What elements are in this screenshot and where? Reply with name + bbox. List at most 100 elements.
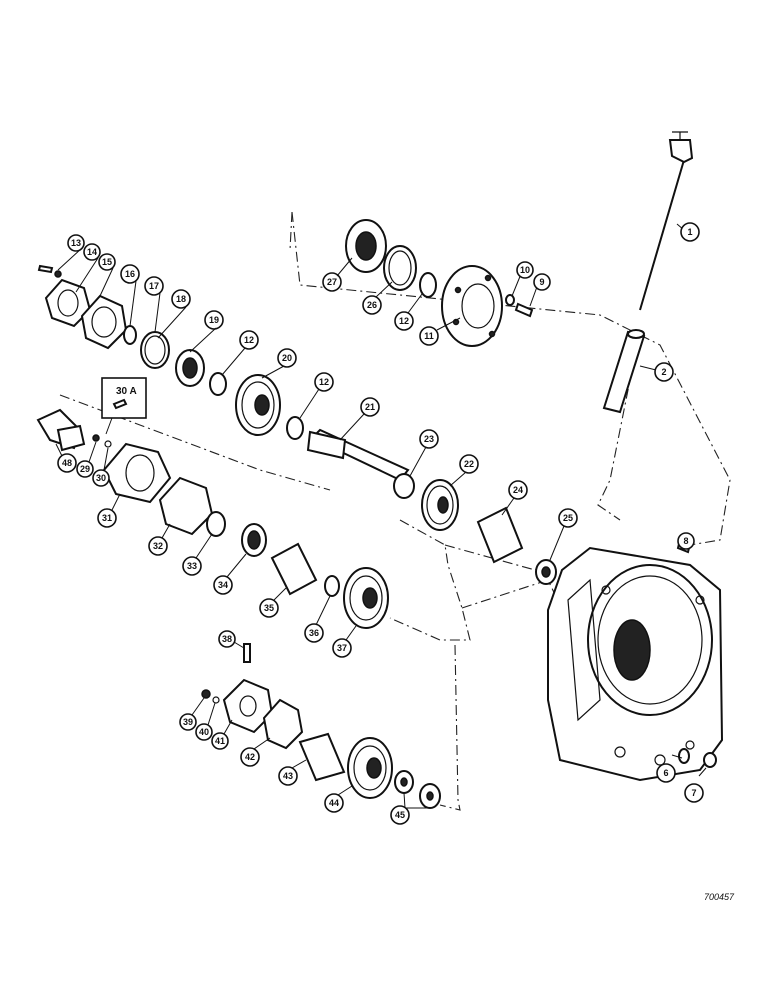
- main-shaft-group: [286, 416, 557, 585]
- transmission-housing: [547, 546, 724, 782]
- reference-number: 700457: [704, 892, 735, 902]
- svg-text:40: 40: [199, 727, 209, 737]
- svg-text:7: 7: [691, 788, 696, 798]
- svg-text:27: 27: [327, 277, 337, 287]
- svg-text:33: 33: [187, 561, 197, 571]
- svg-text:1: 1: [687, 227, 692, 237]
- callout-40: 40: [195, 723, 213, 741]
- callout-30: 30: [92, 469, 110, 487]
- svg-text:29: 29: [80, 464, 90, 474]
- callout-14: 14: [83, 243, 101, 261]
- callout-41: 41: [211, 732, 229, 750]
- dipstick-tube: [602, 329, 646, 414]
- svg-text:16: 16: [125, 269, 135, 279]
- left-upper-group: [37, 264, 281, 436]
- svg-text:11: 11: [424, 331, 434, 341]
- svg-text:45: 45: [395, 810, 405, 820]
- svg-text:10: 10: [520, 265, 530, 275]
- callout-12b: 12: [239, 330, 259, 350]
- svg-text:31: 31: [102, 513, 112, 523]
- dipstick: [639, 131, 694, 311]
- svg-text:14: 14: [87, 247, 97, 257]
- callout-22: 22: [459, 454, 479, 474]
- svg-text:22: 22: [464, 459, 474, 469]
- callout-23: 23: [419, 429, 439, 449]
- callout-27: 27: [322, 272, 342, 292]
- svg-text:41: 41: [215, 736, 225, 746]
- note-label: 30 A: [116, 386, 137, 397]
- callout-17: 17: [144, 276, 164, 296]
- svg-text:6: 6: [663, 768, 668, 778]
- callout-35: 35: [259, 598, 279, 618]
- svg-text:19: 19: [209, 315, 219, 325]
- callout-7: 7: [684, 783, 704, 803]
- svg-text:20: 20: [282, 353, 292, 363]
- svg-text:12: 12: [399, 316, 409, 326]
- left-lower-group: [36, 408, 389, 629]
- svg-text:36: 36: [309, 628, 319, 638]
- callout-38: 38: [218, 630, 236, 648]
- callout-1: 1: [680, 222, 700, 242]
- svg-text:44: 44: [329, 798, 339, 808]
- callout-15: 15: [98, 253, 116, 271]
- callout-19: 19: [204, 310, 224, 330]
- svg-text:12: 12: [244, 335, 254, 345]
- callout-37: 37: [332, 638, 352, 658]
- callout-44: 44: [324, 793, 344, 813]
- callout-45: 45: [390, 805, 410, 825]
- svg-text:24: 24: [513, 485, 523, 495]
- callout-26: 26: [362, 295, 382, 315]
- callout-12c: 12: [314, 372, 334, 392]
- bottom-group: [201, 643, 441, 809]
- callout-labels: 1 2 6 7 8 9 10 11 12 12 12 13 14 15 16 1…: [57, 222, 704, 825]
- callout-31: 31: [97, 508, 117, 528]
- svg-text:37: 37: [337, 643, 347, 653]
- svg-text:18: 18: [176, 294, 186, 304]
- callout-24: 24: [508, 480, 528, 500]
- callout-48: 48: [57, 453, 77, 473]
- callout-12a: 12: [394, 311, 414, 331]
- svg-text:13: 13: [71, 238, 81, 248]
- svg-text:23: 23: [424, 434, 434, 444]
- callout-21: 21: [360, 397, 380, 417]
- svg-text:25: 25: [563, 513, 573, 523]
- callout-16: 16: [120, 264, 140, 284]
- callout-43: 43: [278, 766, 298, 786]
- svg-text:26: 26: [367, 300, 377, 310]
- callout-36: 36: [304, 623, 324, 643]
- callout-18: 18: [171, 289, 191, 309]
- callout-2: 2: [654, 362, 674, 382]
- callout-9: 9: [533, 273, 551, 291]
- callout-20: 20: [277, 348, 297, 368]
- callout-13: 13: [67, 234, 85, 252]
- svg-text:42: 42: [245, 752, 255, 762]
- svg-text:34: 34: [218, 580, 228, 590]
- callout-leaders: [55, 247, 565, 809]
- svg-text:17: 17: [149, 281, 159, 291]
- callout-25: 25: [558, 508, 578, 528]
- svg-text:30: 30: [96, 473, 106, 483]
- svg-text:32: 32: [153, 541, 163, 551]
- svg-text:39: 39: [183, 717, 193, 727]
- callout-39: 39: [179, 713, 197, 731]
- callout-6: 6: [656, 763, 676, 783]
- svg-text:43: 43: [283, 771, 293, 781]
- callout-11: 11: [419, 326, 439, 346]
- svg-text:8: 8: [683, 536, 688, 546]
- svg-text:9: 9: [539, 277, 544, 287]
- svg-text:15: 15: [102, 257, 112, 267]
- callout-29: 29: [76, 460, 94, 478]
- callout-10: 10: [516, 261, 534, 279]
- svg-text:38: 38: [222, 634, 232, 644]
- upper-bearing-group: [345, 219, 534, 347]
- callout-42: 42: [240, 747, 260, 767]
- svg-text:35: 35: [264, 603, 274, 613]
- callout-34: 34: [213, 575, 233, 595]
- svg-text:48: 48: [62, 458, 72, 468]
- callout-8: 8: [677, 532, 695, 550]
- note-box-30a: 30 A: [101, 377, 147, 435]
- svg-text:21: 21: [365, 402, 375, 412]
- callout-32: 32: [148, 536, 168, 556]
- callout-33: 33: [182, 556, 202, 576]
- svg-text:12: 12: [319, 377, 329, 387]
